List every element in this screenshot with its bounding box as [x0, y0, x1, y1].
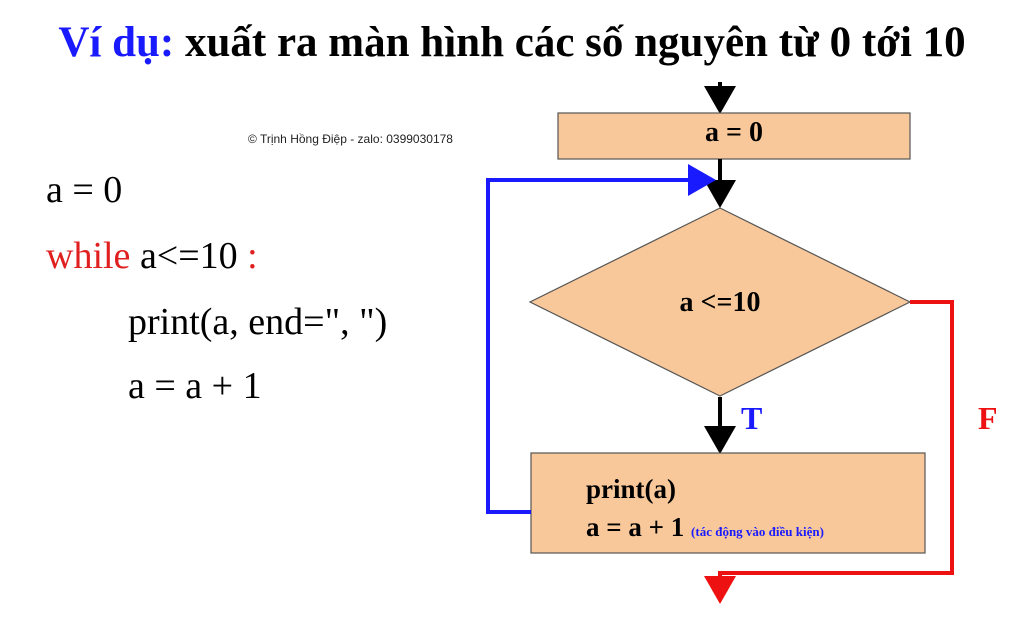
body-note: (tác động vào điều kiện)	[691, 524, 824, 539]
code-line-2: while a<=10 :	[46, 234, 258, 278]
condition-diamond	[528, 207, 912, 397]
code-line-3: print(a, end=", ")	[128, 301, 388, 343]
body-line-1: print(a)	[586, 474, 676, 504]
body-statement: a = a + 1	[586, 512, 685, 542]
title-lead: Ví dụ:	[58, 19, 175, 66]
credit-text: © Trịnh Hồng Điệp - zalo: 0399030178	[248, 132, 453, 146]
condition-label: a <=10	[679, 287, 761, 318]
code-line-1: a = 0	[46, 169, 123, 211]
while-colon: :	[247, 235, 258, 277]
init-box	[557, 112, 911, 160]
true-label: T	[741, 400, 763, 436]
false-exit-arrow	[704, 300, 954, 604]
init-box-label: a = 0	[705, 117, 763, 148]
while-condition: a<=10	[130, 235, 248, 277]
loop-back-arrow	[486, 164, 716, 514]
title-text: xuất ra màn hình các số nguyên từ 0 tới …	[174, 19, 966, 66]
false-label: F	[978, 400, 998, 436]
body-line-2: a = a + 1 (tác động vào điều kiện)	[586, 512, 824, 543]
body-box	[530, 452, 926, 554]
code-line-4: a = a + 1	[128, 365, 262, 407]
while-keyword: while	[46, 235, 131, 277]
page-title: Ví dụ: xuất ra màn hình các số nguyên từ…	[0, 18, 1024, 67]
